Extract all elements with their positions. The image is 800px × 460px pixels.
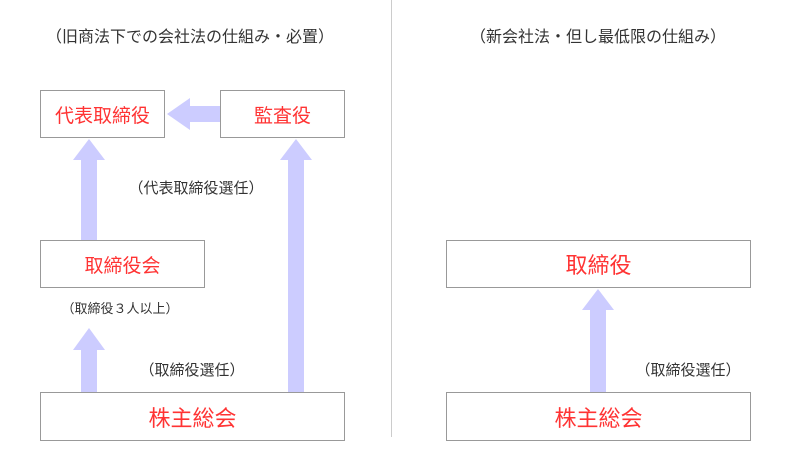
- box-auditor: 監査役: [220, 90, 345, 138]
- divider: [391, 0, 392, 437]
- label-rep-selection: （代表取締役選任）: [128, 179, 264, 197]
- right-title: （新会社法・但し最低限の仕組み）: [469, 27, 727, 46]
- label-director-selection-left: （取締役選任）: [139, 361, 245, 379]
- left-title: （旧商法下での会社法の仕組み・必置）: [45, 27, 335, 46]
- label-board-min: （取締役３人以上）: [61, 302, 179, 317]
- arrow-shareholders-to-director: [582, 289, 614, 392]
- box-representative-director: 代表取締役: [40, 90, 165, 138]
- box-director: 取締役: [446, 240, 751, 288]
- arrow-auditor-to-representative: [167, 98, 220, 130]
- arrow-shareholders-to-auditor: [280, 139, 312, 392]
- arrow-shareholders-to-board: [73, 328, 105, 392]
- box-board: 取締役会: [40, 240, 205, 288]
- box-shareholders-left: 株主総会: [40, 392, 345, 441]
- arrow-board-to-representative: [73, 139, 105, 240]
- label-director-selection-right: （取締役選任）: [635, 361, 741, 379]
- box-shareholders-right: 株主総会: [446, 392, 751, 441]
